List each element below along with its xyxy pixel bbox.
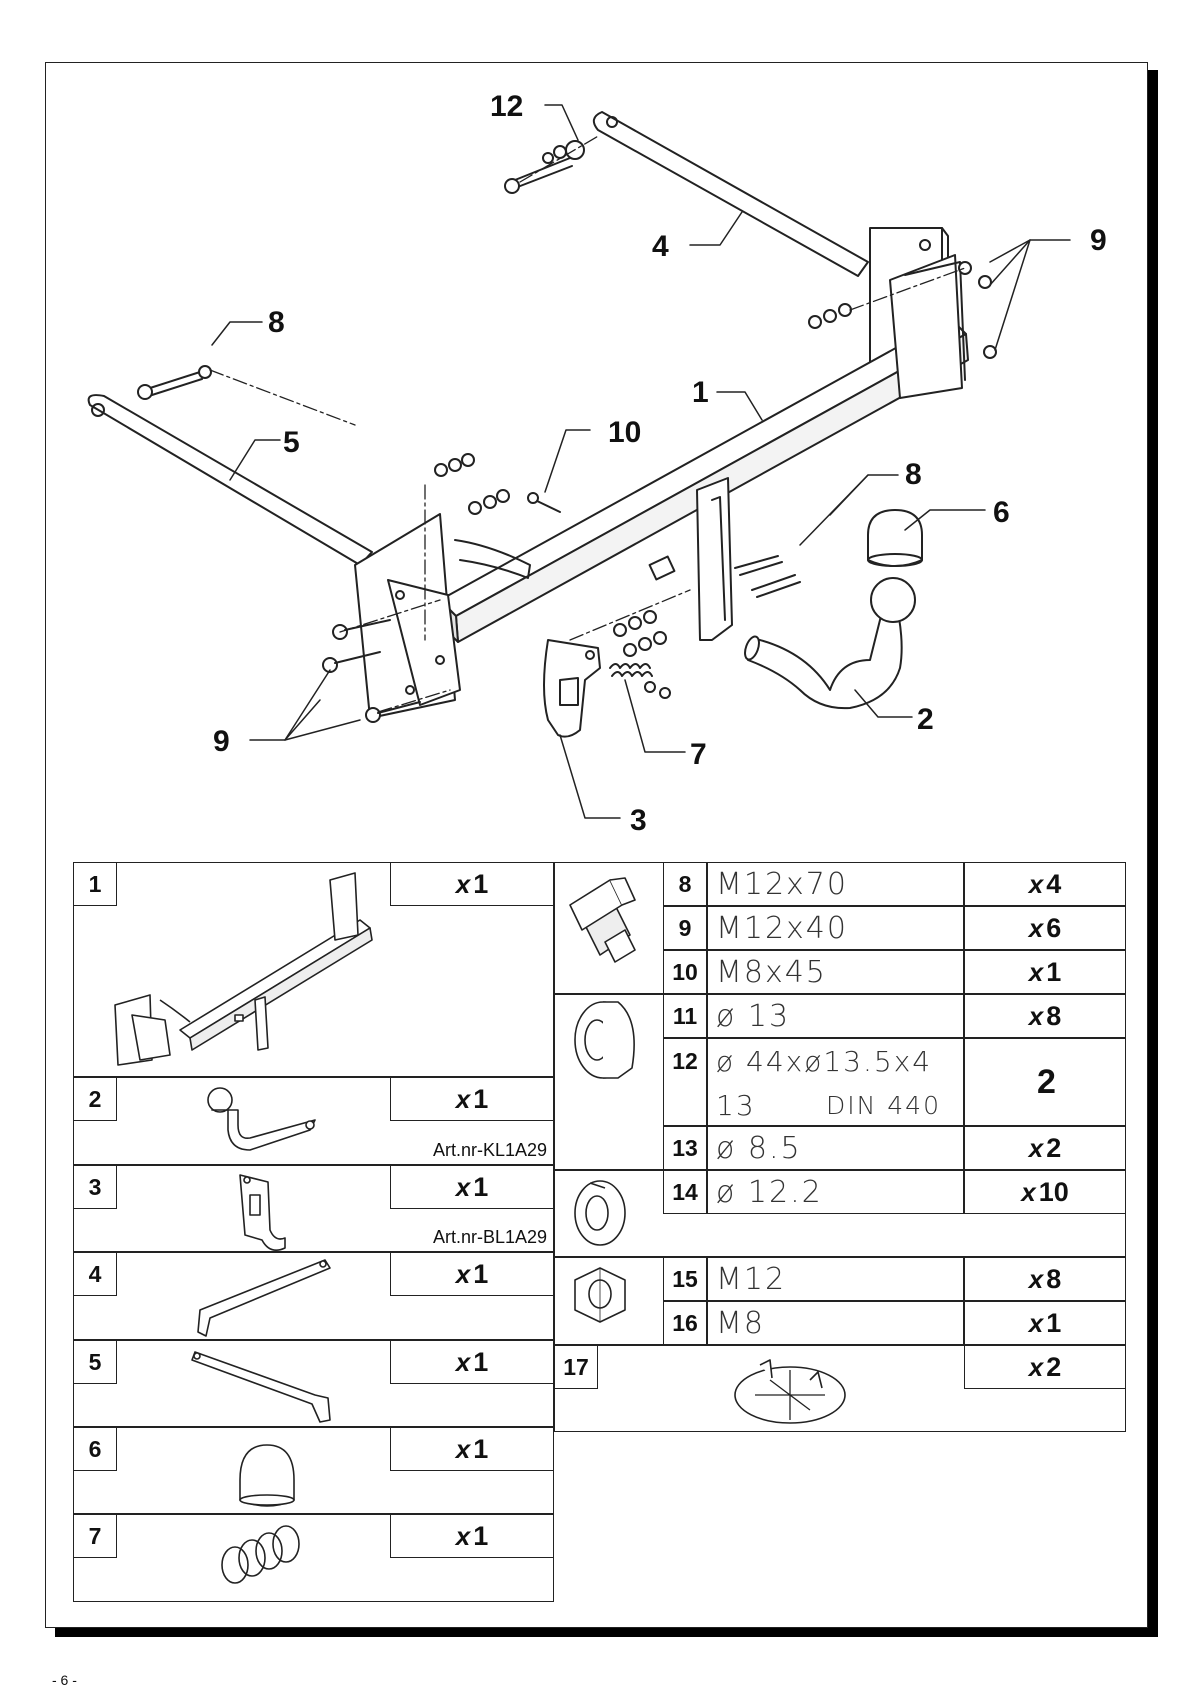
towball-neck-thumbnail-icon	[207, 1087, 316, 1151]
part-number-1: 1	[73, 862, 117, 906]
callout-4: 4	[652, 230, 669, 263]
part-spec-14: ø 12.2	[707, 1170, 964, 1214]
callout-6: 6	[993, 496, 1010, 529]
part-number-2: 2	[73, 1077, 117, 1121]
part-number-13: 13	[663, 1126, 707, 1170]
callout-5: 5	[283, 426, 300, 459]
part-qty-12: 2	[964, 1038, 1126, 1126]
part-spec-12: ø 44xø13.5x4 13 DIN 440	[707, 1038, 964, 1126]
spring-thumbnail-icon	[221, 1525, 300, 1584]
callout-9-top: 9	[1090, 224, 1107, 257]
callout-2: 2	[917, 703, 934, 736]
callout-12: 12	[490, 90, 524, 123]
part-spec-12-line2b: DIN 440	[826, 1090, 941, 1120]
ball-cap-thumbnail-icon	[239, 1444, 295, 1507]
part-spec-12-line2a: 13	[716, 1088, 756, 1122]
part-number-3: 3	[73, 1165, 117, 1209]
callout-10: 10	[608, 416, 642, 449]
part-number-5: 5	[73, 1340, 117, 1384]
bracket-thumbnail-icon	[239, 1174, 286, 1251]
spring-washer-icon	[574, 1180, 626, 1246]
part-number-15: 15	[663, 1257, 707, 1301]
leader-lines	[211, 104, 1071, 819]
part-spec-9: M12x40	[707, 906, 964, 950]
exploded-assembly-diagram	[87, 104, 1071, 819]
part-number-11: 11	[663, 994, 707, 1038]
part-number-14: 14	[663, 1170, 707, 1214]
flat-washer-icon	[574, 1001, 635, 1079]
part-thumbnails	[114, 872, 846, 1584]
main-crossbar-1	[354, 254, 969, 719]
article-number-3: Art.nr-BL1A29	[432, 1227, 547, 1247]
part-spec-15: M12	[707, 1257, 964, 1301]
callout-9-bottom: 9	[213, 725, 230, 758]
part-number-17: 17	[554, 1345, 598, 1389]
part-spec-16: M8	[707, 1301, 964, 1345]
article-number-2: Art.nr-KL1A29	[432, 1140, 547, 1160]
callout-8-mid: 8	[905, 458, 922, 491]
part-spec-8: M12x70	[707, 862, 964, 906]
part-number-8: 8	[663, 862, 707, 906]
page-number: - 6 -	[52, 1672, 77, 1688]
bolt-icon	[569, 877, 636, 963]
part-number-6: 6	[73, 1427, 117, 1471]
part-spec-13: ø 8.5	[707, 1126, 964, 1170]
callout-7: 7	[690, 738, 707, 771]
part-number-9: 9	[663, 906, 707, 950]
towball-neck-2	[744, 577, 916, 710]
part-number-12: 12	[663, 1038, 707, 1126]
part-number-4: 4	[73, 1252, 117, 1296]
callout-3: 3	[630, 804, 647, 837]
part-spec-11: ø 13	[707, 994, 964, 1038]
cable-tie-plate-icon	[734, 1359, 846, 1424]
spring-7	[609, 663, 653, 677]
hex-nut-icon	[574, 1267, 626, 1323]
part-number-7: 7	[73, 1514, 117, 1558]
callout-8-left: 8	[268, 306, 285, 339]
frame-shadow-bottom	[55, 1628, 1158, 1637]
part-spec-12-line1: ø 44xø13.5x4	[716, 1044, 933, 1078]
frame-shadow-right	[1148, 70, 1158, 1636]
arm-bar-5-thumbnail-icon	[191, 1351, 331, 1423]
socket-bracket-3	[543, 639, 601, 738]
callout-1: 1	[692, 376, 709, 409]
part-number-10: 10	[663, 950, 707, 994]
part-spec-10: M8x45	[707, 950, 964, 994]
part-number-16: 16	[663, 1301, 707, 1345]
crossbar-thumbnail-icon	[114, 872, 373, 1066]
arm-bar-4-thumbnail-icon	[197, 1259, 331, 1337]
alignment-lines	[209, 134, 966, 713]
